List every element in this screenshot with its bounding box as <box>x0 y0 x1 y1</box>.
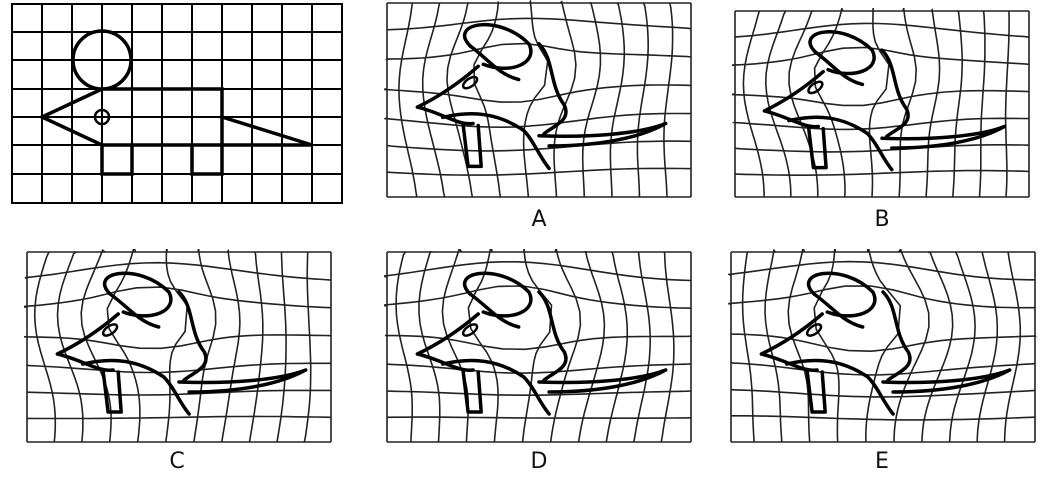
grid-row-line <box>735 171 1029 176</box>
grid-row-line <box>387 417 691 418</box>
option-d-label: D <box>509 449 569 474</box>
grid-row-line <box>384 262 691 281</box>
tail-triangle <box>222 117 312 145</box>
grid-column-line <box>277 252 286 442</box>
grid-row-line <box>25 263 331 280</box>
front-leg <box>103 370 121 412</box>
back-curve <box>539 44 566 134</box>
front-leg <box>463 124 481 167</box>
option-d-svg <box>384 249 694 445</box>
option-b-svg <box>732 8 1032 200</box>
grid-row-line <box>27 416 331 418</box>
grid-column-line <box>304 252 310 442</box>
grid-column-line <box>788 249 810 442</box>
grid-row-line <box>27 390 331 395</box>
tail <box>179 370 306 392</box>
grid-row-line <box>387 391 691 395</box>
grid-column-line <box>606 252 627 442</box>
grid-column-line <box>442 249 468 442</box>
option-c-svg <box>24 249 334 445</box>
grid-row-line <box>387 18 691 29</box>
option-b-label: B <box>852 207 912 232</box>
grid-column-line <box>194 249 216 442</box>
grid-column-line <box>634 252 650 442</box>
grid-column-line <box>399 3 417 197</box>
head-stem <box>470 46 519 80</box>
head-stem <box>814 294 863 327</box>
grid-column-line <box>579 252 605 442</box>
grid-row-line <box>387 168 691 175</box>
grid-column-line <box>866 249 901 442</box>
distorted-grid <box>24 249 331 442</box>
distorted-figure <box>57 273 305 414</box>
option-e-svg <box>728 249 1038 445</box>
head-stem <box>470 294 519 327</box>
grid-column-line <box>583 3 601 197</box>
grid-column-line <box>396 252 412 442</box>
head-loop <box>465 25 531 69</box>
reference-grid-svg <box>10 2 346 206</box>
reference-figure <box>10 2 346 206</box>
back-leg <box>192 145 222 174</box>
distorted-grid <box>732 8 1029 197</box>
grid-column-line <box>610 3 624 197</box>
grid-column-line <box>953 11 962 197</box>
distorted-grid <box>384 249 691 442</box>
reference-shape <box>42 31 312 174</box>
grid-column-line <box>1006 11 1010 197</box>
option-c-label: C <box>147 449 207 474</box>
grid-column-line <box>1005 252 1021 442</box>
grid-row-line <box>385 114 691 128</box>
option-b-figure <box>732 8 1032 200</box>
option-a-label: A <box>509 207 569 232</box>
head-loop <box>809 273 875 316</box>
distorted-figure <box>764 32 1004 170</box>
grid-column-line <box>977 252 997 442</box>
grid-column-line <box>950 252 976 442</box>
grid-row-line <box>731 416 1035 420</box>
back-curve <box>539 292 566 380</box>
front-leg <box>809 127 827 168</box>
grid-row-line <box>735 145 1029 152</box>
front-leg <box>102 145 132 174</box>
option-a-figure <box>384 0 694 200</box>
grid-column-line <box>743 252 755 442</box>
option-c-figure <box>24 249 334 445</box>
grid-row-line <box>734 118 1029 129</box>
back-curve <box>179 292 206 380</box>
grid-column-line <box>554 2 576 197</box>
grid-column-line <box>35 252 56 442</box>
head-stem <box>815 52 862 84</box>
grid-column-line <box>743 11 764 197</box>
grid-row-line <box>730 334 1035 351</box>
grid-column-line <box>980 11 985 197</box>
grid-column-line <box>926 10 940 197</box>
tail <box>539 124 666 146</box>
back-curve <box>882 50 908 136</box>
option-e-label: E <box>852 449 912 474</box>
grid-column-line <box>222 251 240 442</box>
eye-icon <box>95 110 109 124</box>
front-leg <box>463 370 481 412</box>
option-a-svg <box>384 0 694 200</box>
grid-column-line <box>922 252 953 442</box>
front-leg <box>807 370 825 412</box>
option-d-figure <box>384 249 694 445</box>
head-stem <box>110 294 159 327</box>
grid-row-line <box>24 287 331 308</box>
grid-column-line <box>250 252 263 442</box>
reference-grid <box>12 4 342 203</box>
grid-row-line <box>728 286 1035 308</box>
option-e-figure <box>728 249 1038 445</box>
